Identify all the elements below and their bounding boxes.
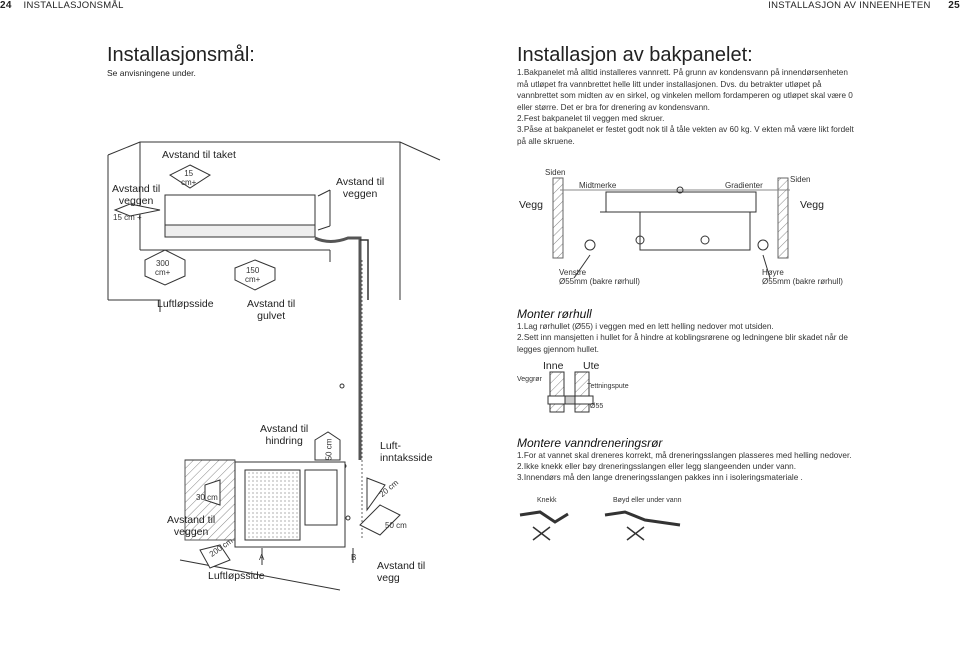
dim-50cm-top: 50 cm <box>324 438 334 461</box>
page-number-left: 24 <box>0 0 12 11</box>
back-panel-figure <box>552 177 790 279</box>
left-title: Installasjonsmål: <box>107 44 255 66</box>
dim-left-15cm: 15 cm + <box>113 213 142 222</box>
label-seal-pad: Tettningspute <box>587 383 629 390</box>
left-subtitle: Se anvisningene under. <box>107 68 196 78</box>
dim-150cm: 150 cm+ <box>245 266 261 284</box>
dim-300cm: 300 cm+ <box>155 259 171 277</box>
label-ceiling-distance: Avstand til taket <box>162 149 236 161</box>
label-obstacle-distance: Avstand til hindring <box>260 423 309 447</box>
label-air-outlet-side: Luftløpsside <box>157 298 214 310</box>
dim-50cm-right: 50 cm <box>385 521 407 530</box>
label-floor-distance: Avstand til gulvet <box>247 298 296 322</box>
page-header-right: INSTALLASJON AV INNEENHETEN 25 <box>768 0 960 11</box>
label-side-left: Siden <box>545 168 566 177</box>
backpanel-step-2: 2.Fest bakpanelet til veggen med skruer. <box>517 114 665 123</box>
outdoor-unit-scene <box>179 431 401 591</box>
page-header-left: 24 INSTALLASJONSMÅL <box>0 0 124 11</box>
label-diameter-55: Ø55 <box>590 403 604 410</box>
label-wall-pipe: Veggrør <box>517 376 542 383</box>
label-wall-left: Vegg <box>519 199 543 211</box>
label-side-right: Siden <box>790 175 811 184</box>
label-gradient: Gradienter <box>725 181 763 190</box>
label-outdoor-air-outlet: Luftløpsside <box>208 570 265 582</box>
label-wall-distance-left: Avstand til veggen <box>112 183 161 207</box>
indoor-unit-scene <box>107 141 441 540</box>
backpanel-step-1: 1.Bakpanelet må alltid installeres vannr… <box>517 68 853 112</box>
drain-step-1: 1.For at vannet skal dreneres korrekt, m… <box>517 451 852 460</box>
label-right-pipe-hole: Høyre Ø55mm (bakre rørhull) <box>762 268 843 286</box>
pipe-hole-title: Monter rørhull <box>517 307 592 321</box>
label-outdoor-wall-distance: Avstand til veggen <box>167 514 216 538</box>
label-left-pipe-hole: Venstre Ø55mm (bakre rørhull) <box>559 268 640 286</box>
label-outside: Ute <box>583 360 600 372</box>
label-air-inlet-side: Luft- inntaksside <box>380 440 433 464</box>
drain-hose-figure <box>519 510 681 541</box>
label-wall-distance-right: Avstand til veggen <box>336 176 385 200</box>
drain-step-3: 3.Innendørs må den lange dreneringsslang… <box>517 473 803 482</box>
label-center-mark: Midtmerke <box>579 181 617 190</box>
header-title-right: INSTALLASJON AV INNEENHETEN <box>768 0 931 11</box>
right-title: Installasjon av bakpanelet: <box>517 44 753 66</box>
backpanel-step-3: 3.Påse at bakpanelet er festet godt nok … <box>517 125 854 146</box>
pipe-hole-step-2: 2.Sett inn mansjetten i hullet for å hin… <box>517 333 848 354</box>
dim-30cm: 30 cm <box>196 493 218 502</box>
dim-top-15cm: 15 cm+ <box>181 169 197 187</box>
label-b: B <box>351 553 357 562</box>
drain-title: Montere vanndreneringsrør <box>517 436 663 450</box>
drain-step-2: 2.Ikke knekk eller bøy dreneringsslangen… <box>517 462 797 471</box>
label-inside: Inne <box>543 360 564 372</box>
pipe-hole-step-1: 1.Lag rørhullet (Ø55) i veggen med en le… <box>517 322 774 331</box>
label-kink: Knekk <box>537 497 557 504</box>
pipe-hole-figure <box>547 371 594 413</box>
page-number-right: 25 <box>948 0 960 11</box>
header-title-left: INSTALLASJONSMÅL <box>23 0 124 11</box>
label-outdoor-wall-right: Avstand til vegg <box>377 560 426 584</box>
label-bent-or-underwater: Bøyd eller under vann <box>613 497 682 504</box>
label-wall-right: Vegg <box>800 199 824 211</box>
label-a: A <box>259 553 265 562</box>
